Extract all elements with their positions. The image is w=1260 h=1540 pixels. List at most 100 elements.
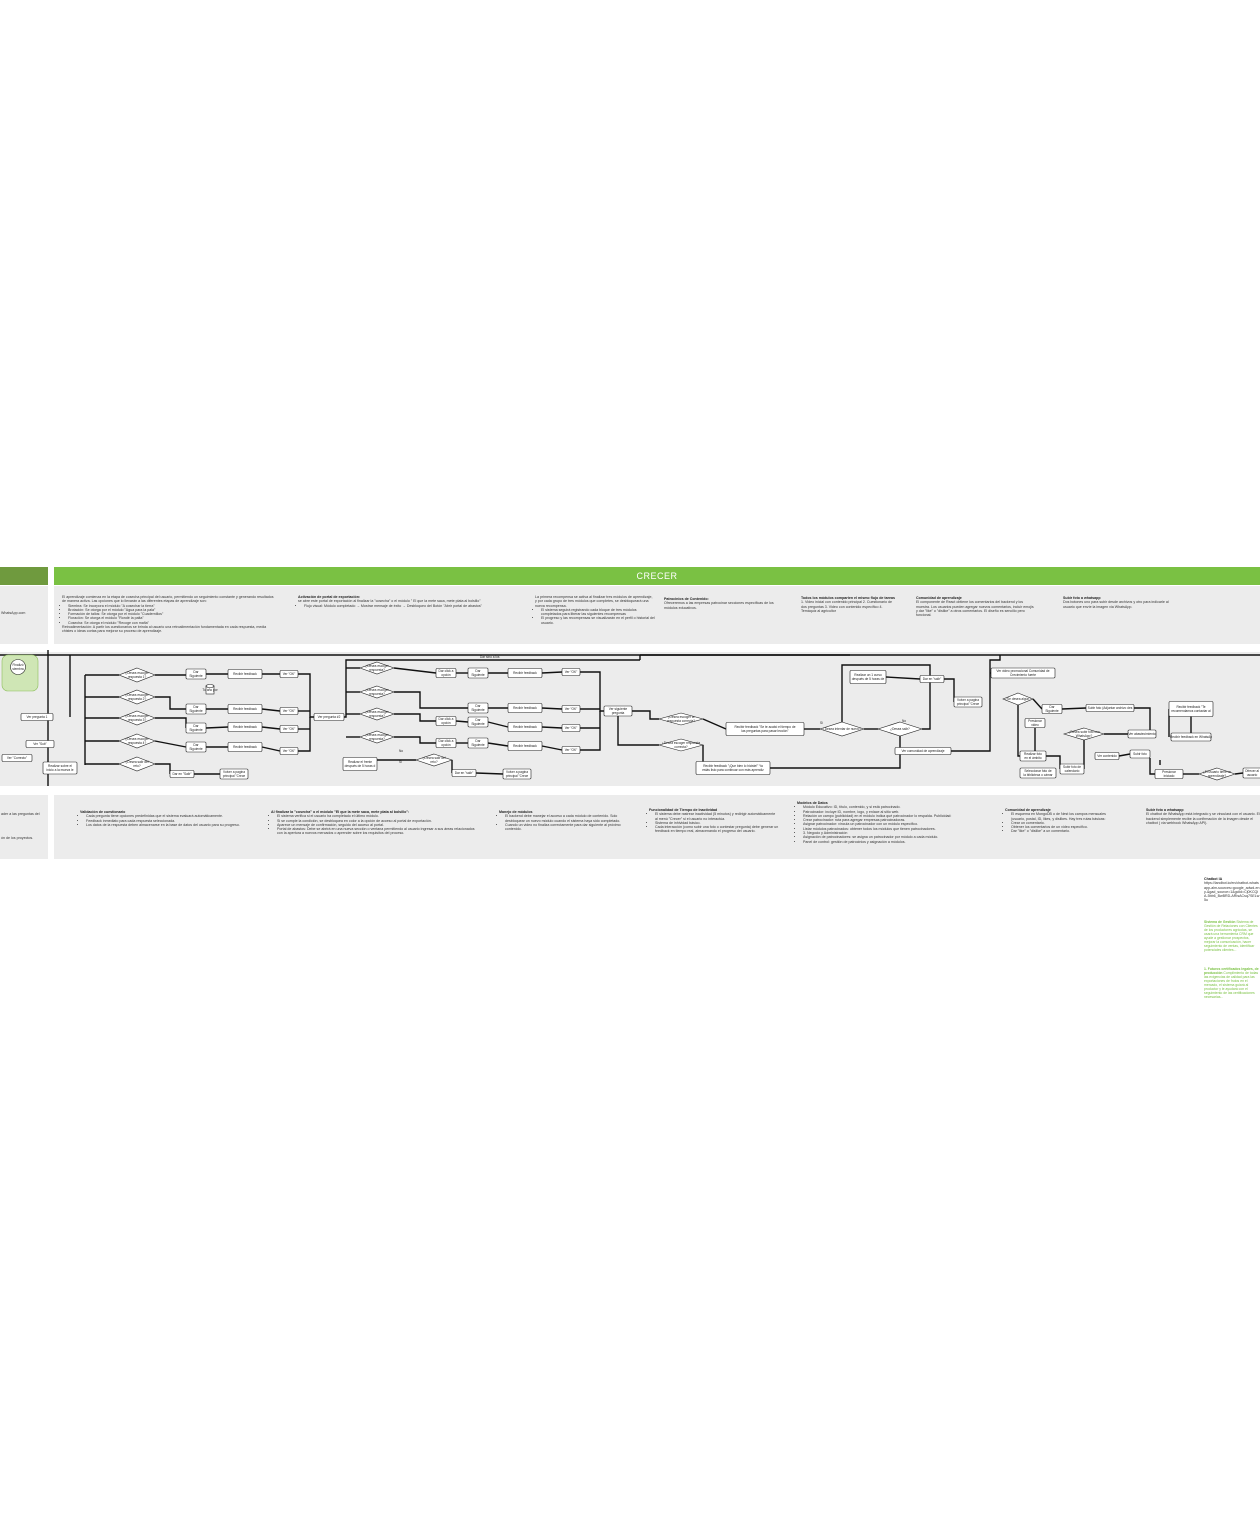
- flow-node-label: Ver "OK": [565, 670, 578, 674]
- note-whatsapp-upload: Subir foto a whatsapp Dos botones uno pa…: [1063, 596, 1173, 609]
- note-body: Cumplimiento de todas las exigencias de …: [1204, 971, 1259, 999]
- flow-connector: [394, 691, 468, 709]
- flow-node-abast: Ver abastecimiento: [1127, 729, 1157, 739]
- note-heading: Activación de portal de exportación:: [298, 595, 361, 599]
- flow-node-label: Recibir feedback: [513, 706, 537, 710]
- note-sponsorship: Patrocinios de Contenido: Ofreceremos a …: [664, 597, 784, 610]
- flow-node-label: Ver contenido: [1097, 754, 1117, 758]
- flow-node-label: Recibir feedback: [233, 725, 257, 729]
- note-item: El esquema en MongoDB o de Nest los camp…: [1011, 812, 1120, 821]
- flow-node-label: Ver "OK": [565, 707, 578, 711]
- previous-section-band: [0, 567, 48, 585]
- bottom-notes-panel: [54, 795, 1260, 859]
- flow-node-fb-big2: Recibir feedback "¡Que bien lo hiciste!"…: [695, 761, 771, 775]
- flow-node-label: Recibir feedback en WhatsAp: [1170, 735, 1212, 739]
- flow-connector: [541, 707, 563, 710]
- flow-node-ok4: Ver "OK": [279, 747, 299, 755]
- flow-node-label: Dar en "Salir": [172, 772, 191, 776]
- flow-connector: [344, 659, 640, 718]
- note-inactivity: Funcionalidad de Tiempo de Inactividad E…: [649, 808, 779, 834]
- note-item: Siembra: Se incorpora el módulo "A cosec…: [68, 604, 277, 608]
- flow-connector: [617, 716, 659, 746]
- flow-node-label: Ver "OK": [565, 748, 578, 752]
- flow-connector: [1134, 707, 1151, 734]
- note-list: El sistema seguirá registrando cada bloq…: [535, 608, 655, 625]
- flow-node-label: Subir foto (Adjuntar archivo des: [1088, 706, 1133, 710]
- note-item: Si se cumple la condición, se desbloquea…: [277, 819, 481, 823]
- note-body: La primera recompensa se activa al final…: [535, 595, 653, 608]
- note-item: Feedback inmediato para cada respuesta s…: [86, 819, 250, 823]
- edge-label: Si: [399, 760, 402, 764]
- note-heading: Validación de cuestionario: [80, 810, 126, 814]
- note-heading: Comunidad de aprendizaje: [1005, 808, 1051, 812]
- flow-node-label: Ver "Correcto": [7, 756, 27, 760]
- section-title: CRECER: [636, 571, 678, 581]
- flow-node-label: ¿Desea salir?: [890, 727, 910, 731]
- flow-node-p2: Ver "Sub": [25, 740, 55, 748]
- note-item: Módulo Educativo: ID, título, contenido,…: [803, 805, 967, 809]
- note-heading: 1. Futuros certificados legales, de prod…: [1204, 967, 1259, 975]
- flow-connector: [632, 710, 659, 720]
- note-heading: Funcionalidad de Tiempo de Inactividad: [649, 808, 718, 812]
- flow-connector: [1032, 698, 1043, 710]
- flow-node-f3: Recibir feedback: [227, 722, 263, 732]
- top-notes-panel: [54, 586, 1260, 644]
- note-body: https://landbot.io/en/chatbot-whatsapp-a…: [1204, 881, 1260, 903]
- note-item: Dar "like" o "dislike" a un comentario.: [1011, 829, 1120, 833]
- flow-node-f2: Recibir feedback: [227, 704, 263, 714]
- flow-node-label: Ver "Sub": [33, 742, 47, 746]
- flow-node-g3: Recibir feedback: [507, 722, 543, 732]
- note-item: Listar módulos patrocinados: obtener tod…: [803, 827, 967, 831]
- note-item: Asignar patrocinador: vincula un patroci…: [803, 822, 967, 826]
- flow-node-label: Dar en "salir": [455, 771, 474, 775]
- note-item: El progreso y las recompensas se visuali…: [541, 616, 655, 625]
- note-item: El sistema verifica si el usuario ha com…: [277, 814, 481, 818]
- note-item: Crear patrocinador: ruta para agregar em…: [803, 818, 967, 822]
- flow-connector: [261, 746, 281, 752]
- flow-connector: [205, 726, 229, 729]
- note-list: El sistema verifica si el usuario ha com…: [271, 814, 481, 835]
- flow-node-q1: ¿Se desea algún?: [1002, 692, 1034, 706]
- note-heading: Subir foto a whatsapp: [1063, 596, 1101, 600]
- flow-node-h2: Ver "OK": [561, 705, 581, 713]
- flow-connector: [155, 763, 171, 774]
- note-body: se abre este portal de exportación al fi…: [298, 599, 481, 604]
- note-item: Cada pregunta tiene opciones predefinida…: [86, 814, 250, 818]
- flow-node-label: Recibir feedback "Se te acabó el tiempo …: [734, 725, 795, 733]
- note-heading: Sistema de Gestión: [1204, 920, 1236, 924]
- flow-node-h4: Ver "OK": [561, 746, 581, 754]
- flow-connector: [702, 718, 727, 730]
- flow-connector: [455, 720, 469, 723]
- note-learning-stages: El aprendizaje comienza en la etapa de c…: [62, 595, 277, 634]
- flow-node-g4: Recibir feedback: [507, 741, 543, 751]
